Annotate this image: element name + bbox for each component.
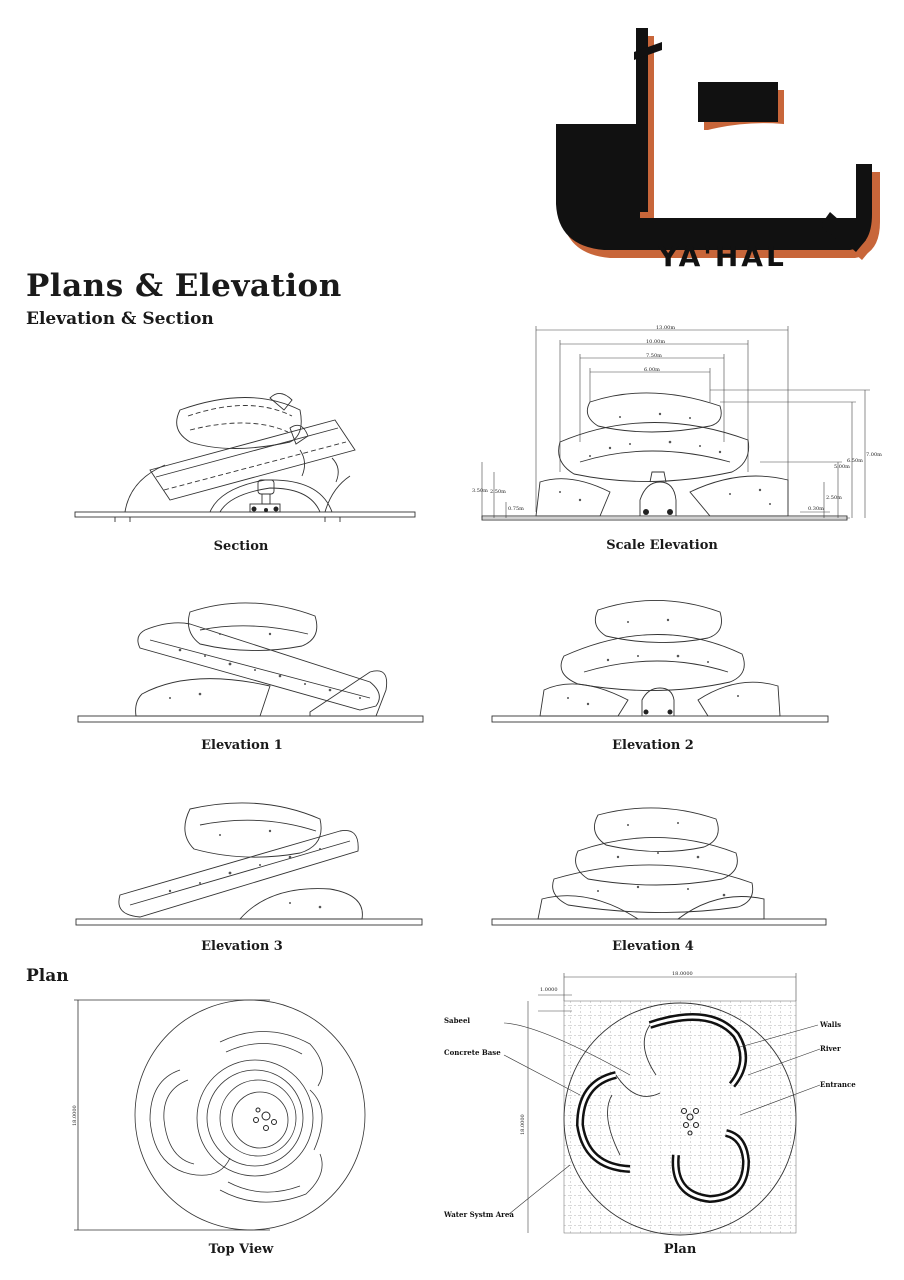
dim-0-75m: 0.75m xyxy=(508,506,524,512)
dim-13m: 13.00m xyxy=(656,325,675,331)
dim-6m: 6.00m xyxy=(644,367,660,373)
yahal-logo-icon xyxy=(556,28,880,260)
elevation-1-drawing xyxy=(77,602,424,723)
elevation-3-drawing xyxy=(75,802,423,926)
brand-wordmark: YA'HAL xyxy=(658,240,787,273)
plan-label-entrance: Entrance xyxy=(820,1080,856,1089)
caption-scale-elevation: Scale Elevation xyxy=(606,538,718,553)
plan-label-river: River xyxy=(820,1044,841,1053)
caption-elevation-4: Elevation 4 xyxy=(612,939,694,954)
plan-label-sabeel: Sabeel xyxy=(444,1016,470,1025)
section-drawing xyxy=(74,393,416,522)
caption-plan: Plan xyxy=(663,1242,697,1257)
plan-heading: Plan xyxy=(26,966,69,986)
plan-dim-module: 1.0000 xyxy=(540,987,558,993)
scale-elevation-drawing: 13.00m 10.00m 7.50m 6.00m 3.50m 2.50m 0.… xyxy=(472,325,882,521)
dim-0-3m: 0.30m xyxy=(808,506,824,512)
plan-label-walls: Walls xyxy=(819,1020,841,1029)
caption-elevation-1: Elevation 1 xyxy=(201,738,283,753)
caption-top-view: Top View xyxy=(208,1242,274,1257)
caption-elevation-2: Elevation 2 xyxy=(612,738,694,753)
plan-label-water-system: Water Systm Area xyxy=(443,1210,514,1219)
top-view-diameter: 18.0000 xyxy=(72,1105,78,1126)
plan-drawing: Sabeel Concrete Base Water Systm Area Wa… xyxy=(443,971,856,1236)
top-view-drawing: 18.0000 xyxy=(72,999,366,1231)
dim-2-5m-right: 2.50m xyxy=(826,495,842,501)
dim-3-5m: 3.50m xyxy=(472,488,488,494)
caption-section: Section xyxy=(213,539,269,554)
page-title: Plans & Elevation xyxy=(26,268,342,304)
dim-10m: 10.00m xyxy=(646,339,665,345)
plan-label-concrete-base: Concrete Base xyxy=(444,1048,501,1057)
elevation-4-drawing xyxy=(491,807,827,926)
plan-dim-overall: 18.0000 xyxy=(672,971,693,977)
page-subtitle: Elevation & Section xyxy=(26,309,214,329)
caption-elevation-3: Elevation 3 xyxy=(201,939,283,954)
elevation-2-drawing xyxy=(491,600,829,723)
dim-2-5m-left: 2.50m xyxy=(490,489,506,495)
dim-7-5m: 7.50m xyxy=(646,353,662,359)
dim-6-5m: 6.50m xyxy=(847,458,863,464)
plan-dim-side: 18.0000 xyxy=(520,1114,526,1135)
dim-5m: 5.00m xyxy=(834,464,850,470)
dim-7m: 7.00m xyxy=(866,452,882,458)
